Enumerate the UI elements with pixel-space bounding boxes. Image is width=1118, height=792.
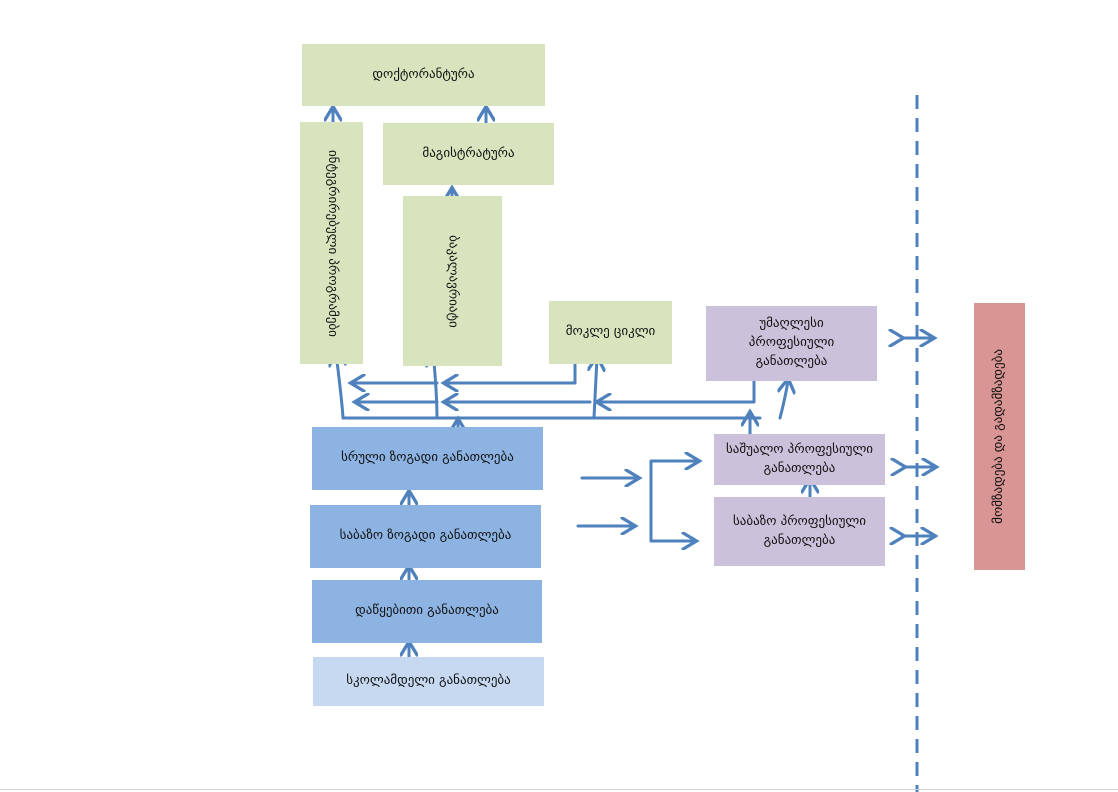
doctorate-box: დოქტორანტურა (302, 44, 545, 106)
arrow-to-higher-professional (780, 380, 788, 420)
middle-professional-box: საშუალო პროფესიული განათლება (714, 434, 885, 485)
secondary-complete-label: სრული ზოგადი განათლება (341, 450, 514, 466)
secondary-complete-box: სრული ზოგადი განათლება (312, 427, 543, 490)
arrow-short-cycle-back (445, 356, 577, 383)
short-cycle-box: მოკლე ციკლი (549, 301, 672, 364)
bachelors-label: ბაკალავრიატი (445, 234, 461, 328)
higher-professional-box: უმაღლესი პროფესიული განათლება (706, 306, 877, 381)
arrow-higher-prof-back (598, 378, 756, 402)
integrated-programs-box: ინტეგრირებული პროგრამები (300, 122, 363, 364)
primary-box: დაწყებითი განათლება (312, 580, 542, 643)
basic-professional-box: საბაზო პროფესიული განათლება (714, 497, 885, 566)
bachelors-box: ბაკალავრიატი (403, 196, 502, 366)
arrow-to-short-cycle (594, 358, 597, 420)
basic-general-box: საბაზო ზოგადი განათლება (310, 505, 541, 568)
vocational-bracket (649, 461, 698, 543)
basic-professional-label: საბაზო პროფესიული განათლება (733, 513, 866, 548)
training-retraining-label: მომზადება და გადამზადება (991, 349, 1007, 524)
higher-professional-label: უმაღლესი პროფესიული განათლება (748, 316, 835, 369)
middle-professional-label: საშუალო პროფესიული განათლება (725, 441, 874, 476)
bottom-divider (0, 789, 1118, 790)
basic-general-label: საბაზო ზოგადი განათლება (339, 528, 512, 544)
preschool-box: სკოლამდელი განათლება (313, 657, 544, 706)
integrated-programs-label: ინტეგრირებული პროგრამები (324, 149, 340, 337)
short-cycle-label: მოკლე ციკლი (565, 324, 656, 340)
preschool-label: სკოლამდელი განათლება (346, 673, 511, 689)
doctorate-label: დოქტორანტურა (372, 66, 475, 82)
training-retraining-box: მომზადება და გადამზადება (974, 303, 1025, 570)
masters-label: მაგისტრატურა (422, 145, 515, 161)
masters-box: მაგისტრატურა (383, 123, 554, 185)
connector-arrows (333, 108, 935, 662)
primary-label: დაწყებითი განათლება (355, 603, 499, 619)
